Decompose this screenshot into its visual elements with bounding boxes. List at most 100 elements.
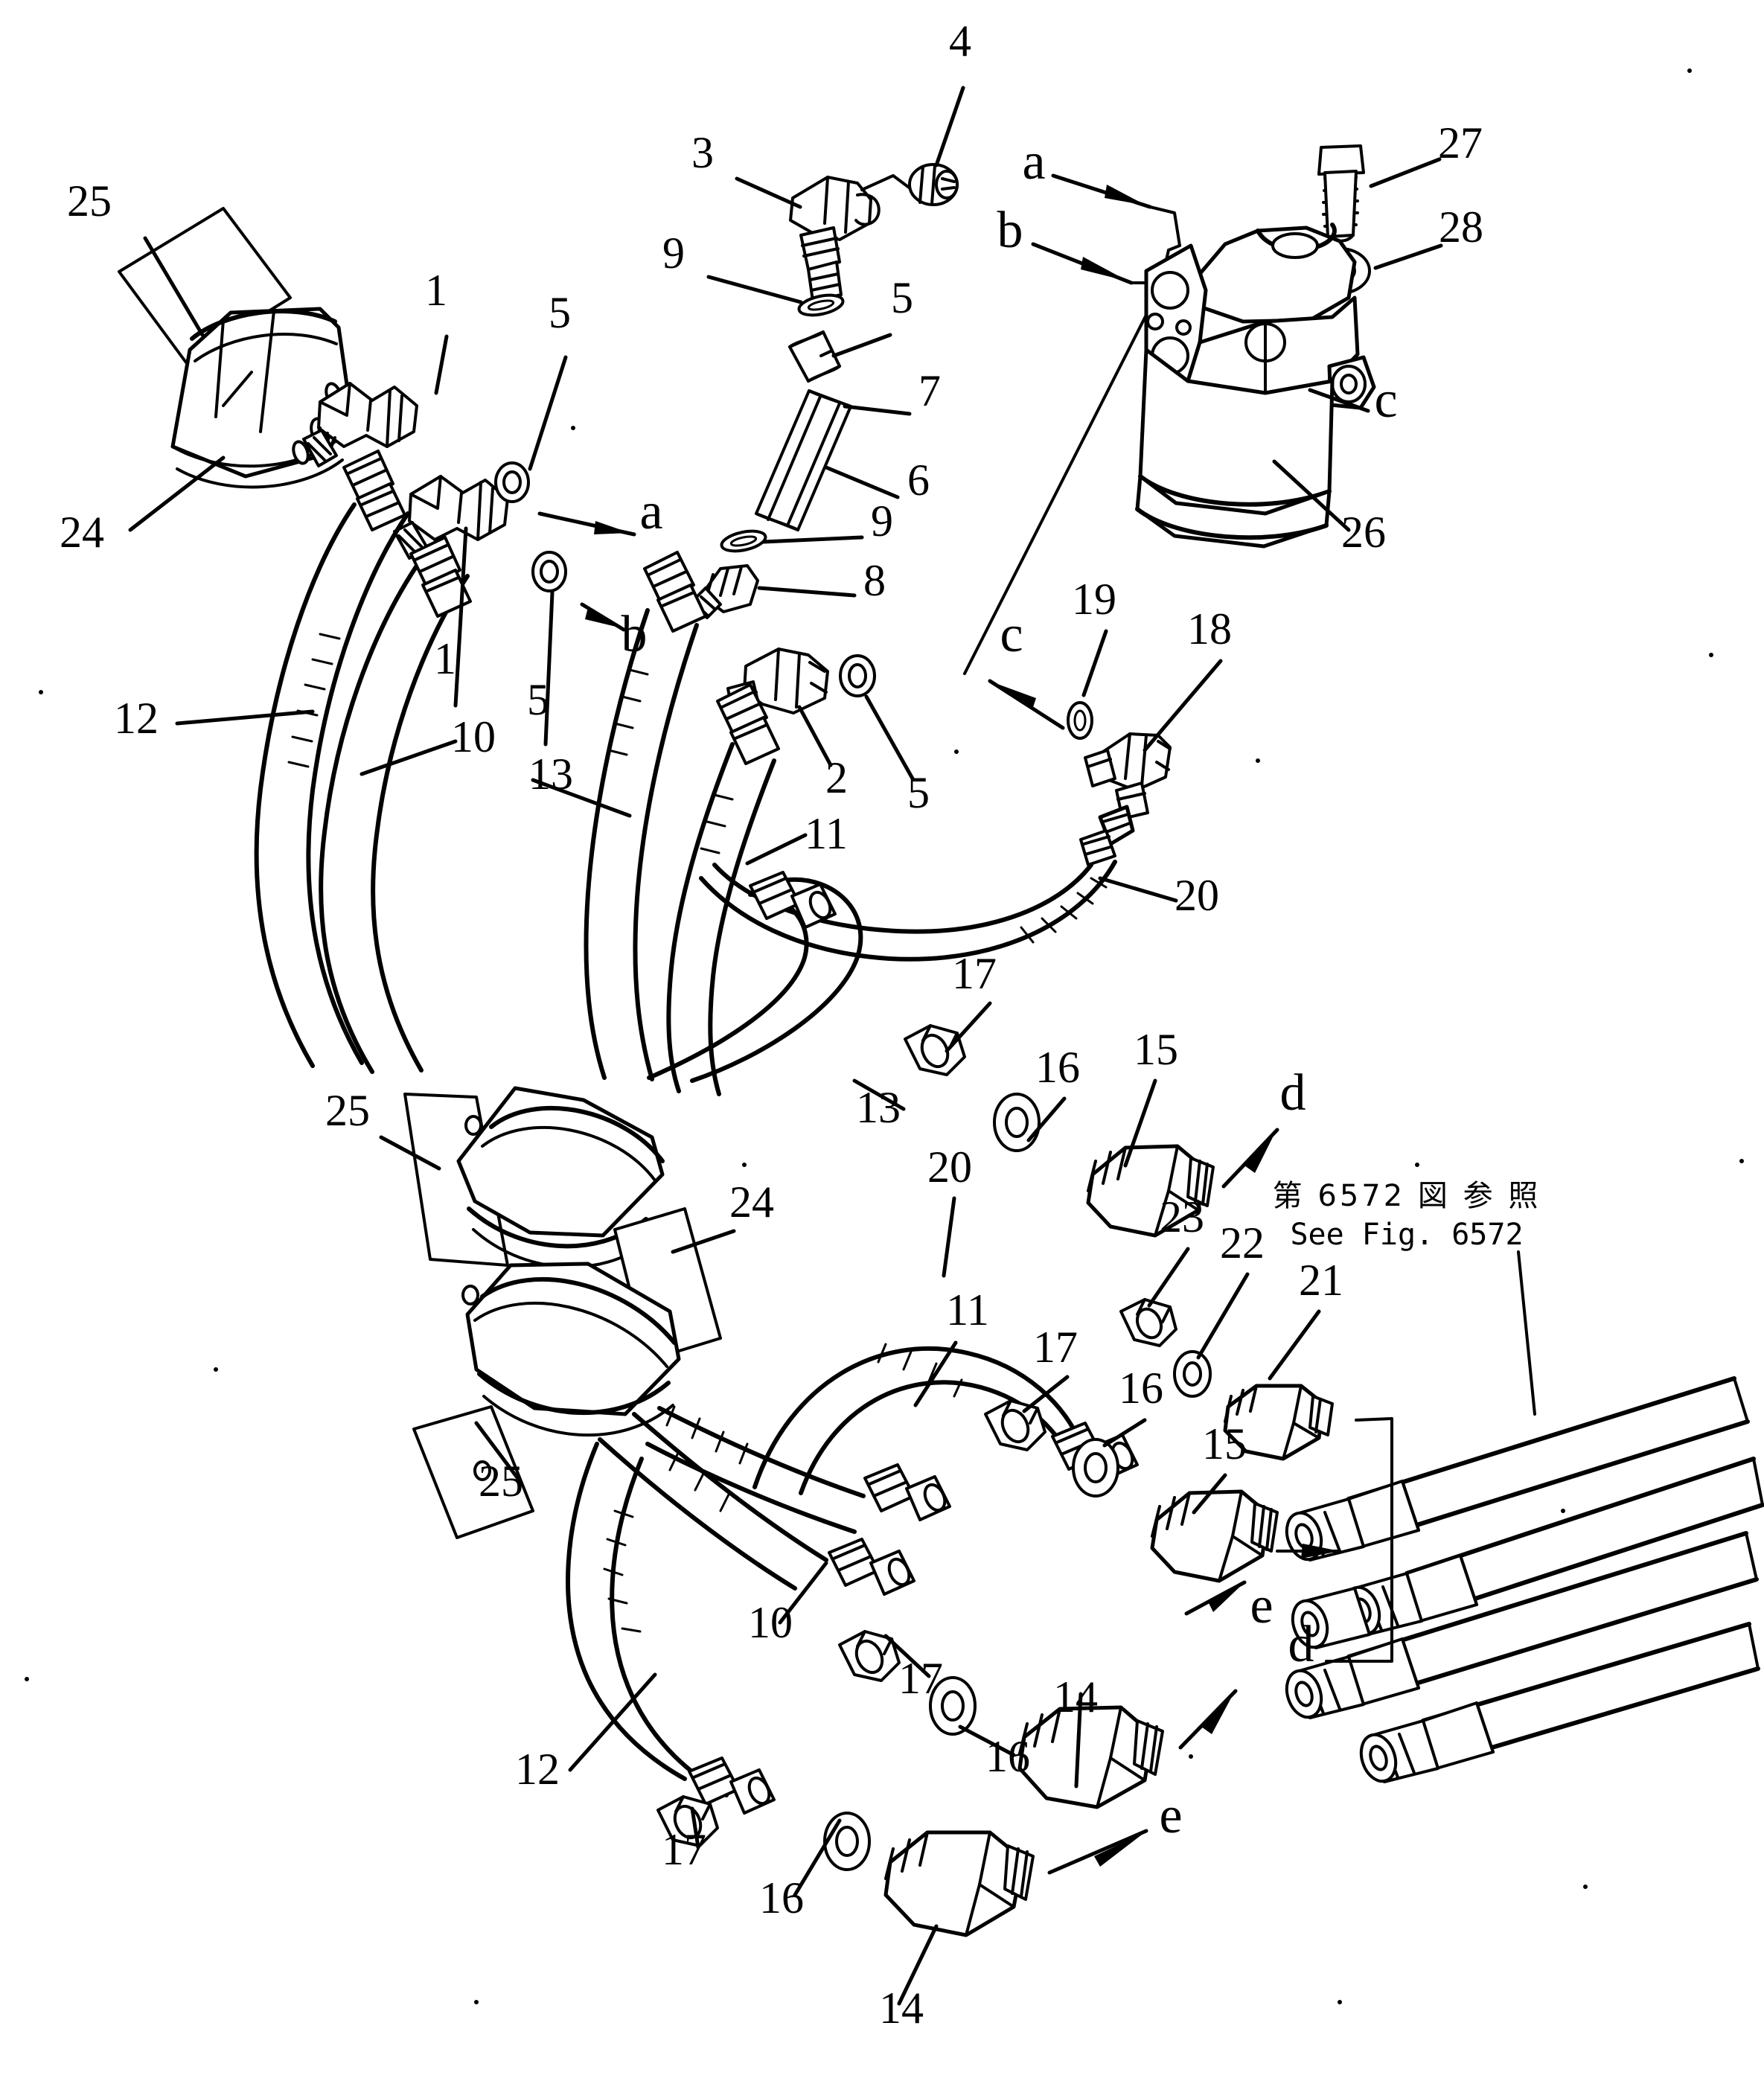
nut-17-row1 xyxy=(904,1024,966,1076)
callout-4: 4 xyxy=(949,16,971,65)
callout-25-c: 25 xyxy=(479,1457,523,1506)
boot-assembly-center xyxy=(403,1086,722,1539)
callout-24-b: 24 xyxy=(729,1177,774,1227)
callout-23: 23 xyxy=(1160,1192,1204,1241)
oring-9-lower xyxy=(720,529,767,553)
callout-14: 14 xyxy=(1053,1672,1098,1722)
callout-17-d: 17 xyxy=(662,1825,706,1874)
fig-reference-bracket xyxy=(1517,1250,1536,1416)
callout-20: 20 xyxy=(1175,871,1219,920)
callout-5-d: 5 xyxy=(907,768,930,817)
sleeve-7 xyxy=(788,330,841,383)
elbow-14-row4 xyxy=(883,1830,1035,1937)
callout-13-b: 13 xyxy=(856,1083,901,1132)
callout-9: 9 xyxy=(662,228,685,278)
reference-c-valve: c xyxy=(1374,371,1397,429)
callout-27: 27 xyxy=(1438,118,1483,167)
callout-1: 1 xyxy=(425,266,447,315)
reference-arrow-c xyxy=(988,679,1065,730)
callout-25: 25 xyxy=(67,176,112,226)
callout-20-b: 20 xyxy=(927,1142,972,1192)
reference-d-b: d xyxy=(1288,1616,1314,1673)
hose-lower-run xyxy=(566,877,1083,1797)
nut-23 xyxy=(1119,1298,1177,1347)
reference-e: e xyxy=(1250,1577,1273,1634)
callout-16-c: 16 xyxy=(759,1873,804,1922)
fitting-8 xyxy=(691,564,759,619)
washer-16-row2 xyxy=(1072,1438,1119,1497)
callout-15: 15 xyxy=(1134,1025,1178,1074)
reference-a-mid: a xyxy=(639,483,662,540)
elbow-14-row3 xyxy=(1017,1705,1164,1809)
callout-8: 8 xyxy=(863,556,886,605)
callout-11: 11 xyxy=(805,809,848,858)
reference-arrow-a-mid xyxy=(537,511,636,537)
reference-a-top: a xyxy=(1022,133,1045,191)
reference-e-b: e xyxy=(1159,1787,1182,1844)
elbow-15-row2 xyxy=(1150,1489,1279,1583)
callout-21: 21 xyxy=(1299,1256,1343,1305)
washer-22 xyxy=(1173,1350,1212,1398)
oring-9-upper xyxy=(797,293,845,317)
elbow-reference-brackets xyxy=(1184,1417,1393,1663)
callout-24: 24 xyxy=(60,508,104,557)
callout-26: 26 xyxy=(1341,508,1386,557)
oring-5-near-2 xyxy=(839,654,876,697)
oring-19 xyxy=(1067,701,1093,740)
reference-arrow-d-row1 xyxy=(1221,1128,1279,1189)
washer-16-row3 xyxy=(929,1676,977,1736)
reference-arrow-e-row4 xyxy=(1047,1829,1148,1875)
reference-arrow-a-top xyxy=(1051,173,1181,247)
scan-specks xyxy=(25,68,1744,2004)
callout-2: 2 xyxy=(825,753,848,802)
fig-reference-note-jp: 第 6572 図 参 照 xyxy=(1273,1179,1541,1213)
callout-7: 7 xyxy=(918,366,941,415)
callout-5-b: 5 xyxy=(527,675,549,724)
callout-19: 19 xyxy=(1072,575,1116,624)
reference-arrow-e-row3 xyxy=(1178,1689,1238,1750)
leader-lines xyxy=(128,86,1443,2006)
callout-13: 13 xyxy=(528,749,573,799)
callout-12: 12 xyxy=(114,694,159,743)
callout-17-b: 17 xyxy=(1033,1323,1078,1372)
reference-d: d xyxy=(1280,1064,1306,1122)
elbow-15-row1 xyxy=(1086,1144,1215,1238)
callout-12-b: 12 xyxy=(515,1745,560,1794)
callout-18: 18 xyxy=(1187,604,1232,653)
callout-3: 3 xyxy=(691,128,714,177)
fig-reference-note-en: See Fig. 6572 xyxy=(1290,1218,1523,1252)
callout-22: 22 xyxy=(1220,1218,1265,1268)
hose-ends-right xyxy=(1285,1376,1764,1783)
hose-bundle-10-11-12-13 xyxy=(254,502,776,1096)
callout-5-c: 5 xyxy=(891,273,913,322)
nut-17-row3 xyxy=(838,1630,901,1682)
elbow-fitting-1-lower xyxy=(393,475,509,560)
callout-14-b: 14 xyxy=(879,1983,924,2033)
callout-16-b: 16 xyxy=(1119,1364,1163,1413)
callout-9-b: 9 xyxy=(871,496,893,546)
callout-1-b: 1 xyxy=(434,634,456,683)
callout-17: 17 xyxy=(952,949,997,998)
reference-c: c xyxy=(1000,606,1023,663)
hose-crimp-collars-top xyxy=(342,450,780,765)
elbow-fitting-1-upper xyxy=(302,382,418,467)
elbow-21 xyxy=(1223,1384,1334,1461)
oring-5-lower xyxy=(531,551,567,592)
callout-16-d: 16 xyxy=(985,1732,1030,1781)
callout-28: 28 xyxy=(1439,202,1483,252)
elbow-fitting-3 xyxy=(789,174,913,302)
reference-leader-c-bracket xyxy=(963,244,1181,675)
plug-4 xyxy=(908,163,959,206)
reference-arrow-b-mid xyxy=(580,602,626,632)
nut-17-row2 xyxy=(984,1399,1046,1451)
valve-body-26 xyxy=(1135,223,1376,549)
washer-16-row1 xyxy=(993,1093,1041,1152)
callout-6: 6 xyxy=(907,455,930,505)
callout-5: 5 xyxy=(549,288,571,337)
callout-15-b: 15 xyxy=(1202,1419,1247,1468)
callout-10-b: 10 xyxy=(748,1598,793,1647)
tube-6 xyxy=(755,389,852,531)
